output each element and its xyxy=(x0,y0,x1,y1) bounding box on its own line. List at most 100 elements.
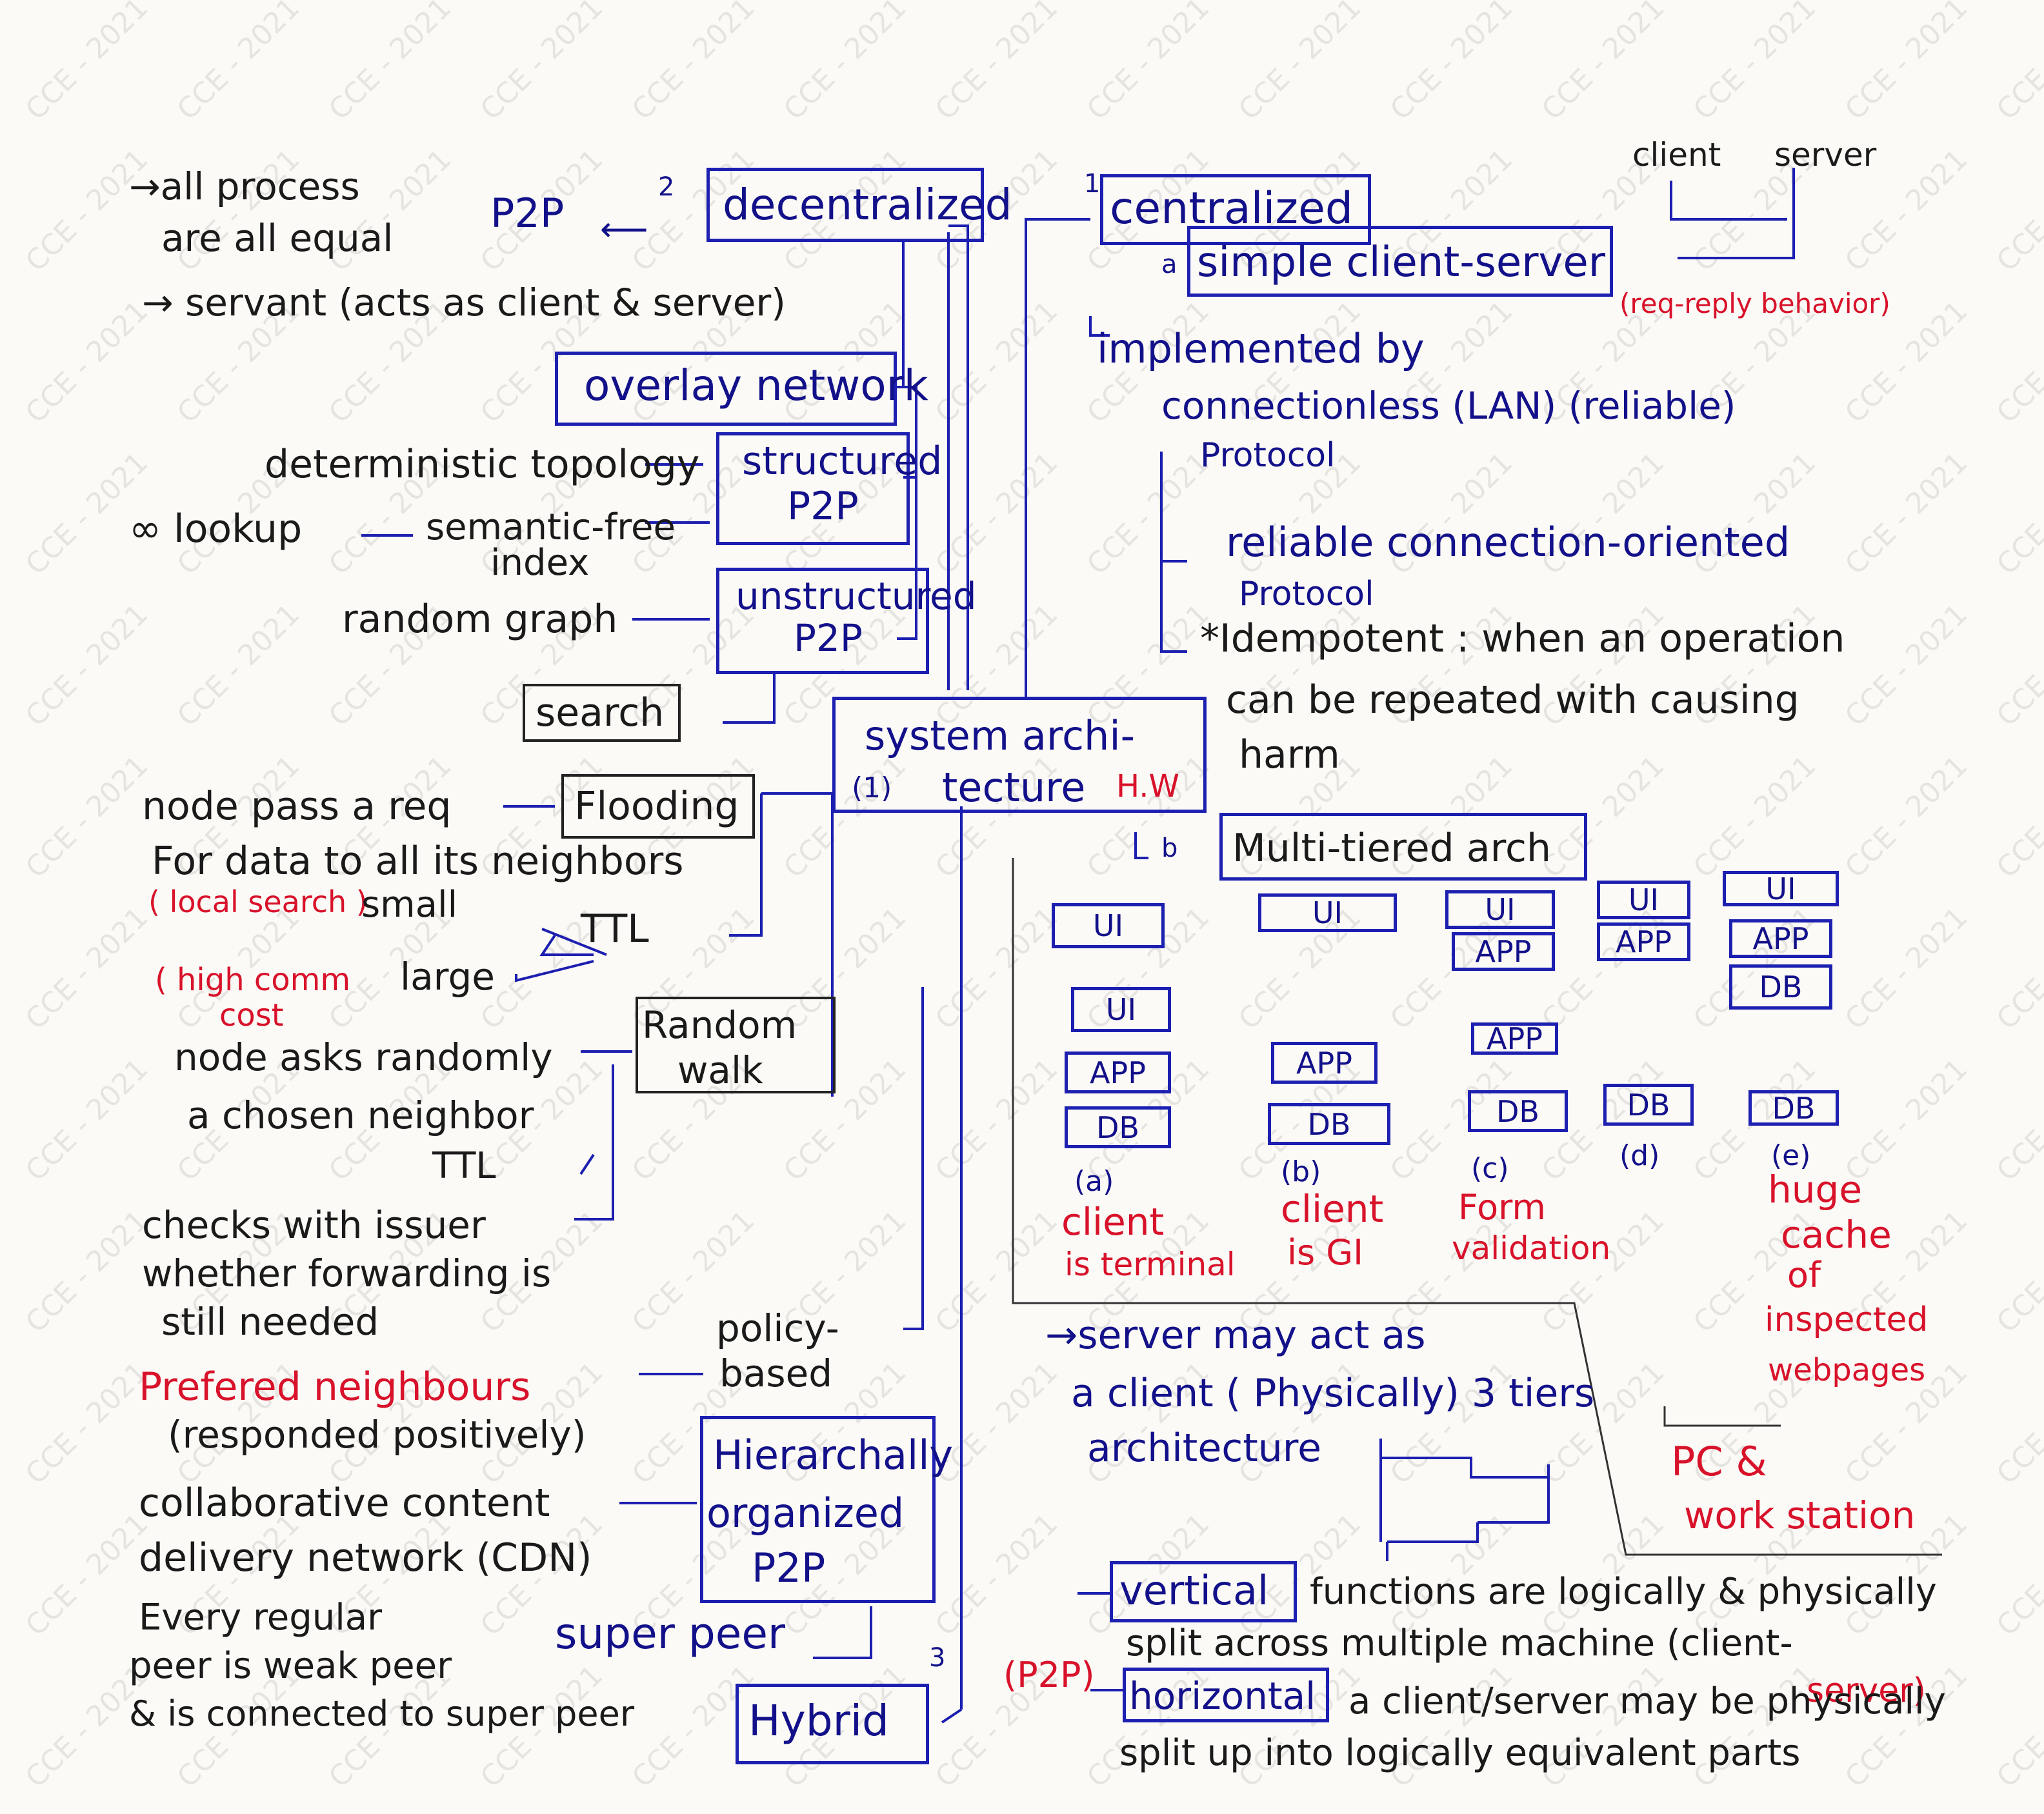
tier-ui-a: UI xyxy=(1052,903,1165,948)
checks-text-2: whether forwarding is xyxy=(142,1251,552,1295)
label-tier-d: (d) xyxy=(1619,1139,1660,1172)
structured-p2p-label: P2P xyxy=(787,484,859,529)
req-reply-text: (req-reply behavior) xyxy=(1619,288,1890,319)
tier-app-a: APP xyxy=(1065,1052,1171,1093)
high-comm-text: ( high comm xyxy=(155,962,351,998)
client-gi-1: client xyxy=(1281,1187,1384,1231)
server-label: server xyxy=(1774,136,1877,174)
harm-text: harm xyxy=(1239,732,1340,777)
tier-ui-d: UI xyxy=(1597,881,1690,919)
client-label: client xyxy=(1632,136,1721,174)
connected-super-peer-text: & is connected to super peer xyxy=(129,1693,635,1734)
centralized-node xyxy=(1100,174,1371,245)
decentralized-node xyxy=(706,168,984,242)
based-label: based xyxy=(719,1351,833,1395)
simple-client-server-node xyxy=(1187,226,1613,297)
search-label: search xyxy=(536,690,665,735)
arrow-left-icon: ⟵ xyxy=(600,210,648,249)
vertical-text-1: functions are logically & physically xyxy=(1310,1571,1937,1613)
responded-text: (responded positively) xyxy=(168,1413,586,1457)
hierarchical-p2p-label: P2P xyxy=(752,1544,826,1591)
tier-db-d: DB xyxy=(1603,1084,1694,1126)
index-text: index xyxy=(490,542,590,584)
server-act-text-3: architecture xyxy=(1087,1426,1322,1471)
system-architecture-node xyxy=(832,697,1207,813)
client-terminal-2: is terminal xyxy=(1065,1246,1236,1283)
semantic-free-text: semantic-free xyxy=(426,506,676,548)
search-node xyxy=(523,684,681,742)
unstructured-p2p-node xyxy=(716,568,929,674)
tier-app-e: APP xyxy=(1729,919,1832,958)
collaborative-text: collaborative content xyxy=(139,1480,550,1526)
system-architecture-title: system archi- xyxy=(865,712,1135,759)
number-1: 1 xyxy=(1084,169,1101,199)
hierarchical-p2p-node xyxy=(700,1416,936,1603)
huge-cache-1: huge xyxy=(1768,1168,1863,1211)
label-b: b xyxy=(1161,833,1178,863)
chosen-neighbor-text: a chosen neighbor xyxy=(187,1093,534,1137)
flooding-label: Flooding xyxy=(574,784,739,829)
can-be-repeated-text: can be repeated with causing xyxy=(1226,677,1799,723)
super-peer-label: super peer xyxy=(555,1609,786,1659)
structured-p2p-node xyxy=(716,432,910,545)
every-regular-text: Every regular xyxy=(139,1597,383,1639)
organized-label: organized xyxy=(706,1490,905,1537)
label-a: a xyxy=(1161,250,1177,279)
horizontal-text-2: split up into logically equivalent parts xyxy=(1119,1732,1801,1774)
random-walk-node xyxy=(636,997,836,1093)
server-act-text-2: a client ( Physically) 3 tiers xyxy=(1071,1371,1595,1416)
walk-label: walk xyxy=(677,1048,763,1092)
tier-db-e: DB xyxy=(1748,1090,1839,1126)
overlay-network-node xyxy=(555,352,897,426)
form-validation-2: validation xyxy=(1452,1230,1611,1267)
flooding-node xyxy=(561,774,755,839)
decentralized-label: decentralized xyxy=(723,180,1012,230)
huge-cache-5: webpages xyxy=(1768,1352,1926,1388)
large-text: large xyxy=(400,955,495,999)
tier-app-b: APP xyxy=(1271,1042,1378,1084)
p2p-label: P2P xyxy=(490,190,565,237)
label-tier-e: (e) xyxy=(1771,1139,1811,1172)
tier-app-c: APP xyxy=(1471,1021,1558,1056)
tier-app-c-client: APP xyxy=(1452,932,1555,971)
checks-text-1: checks with issuer xyxy=(142,1203,486,1247)
horizontal-text-1: a client/server may be physically xyxy=(1348,1680,1946,1722)
horizontal-node xyxy=(1123,1668,1329,1722)
tier-ui-e: UI xyxy=(1723,871,1839,906)
all-process-text: →all process xyxy=(129,164,360,208)
deterministic-topology-text: deterministic topology xyxy=(265,442,700,487)
node-asks-text: node asks randomly xyxy=(174,1035,553,1079)
servant-text: → servant (acts as client & server) xyxy=(142,281,786,324)
ttl2-text: TTL xyxy=(432,1145,496,1187)
protocol-text-2: Protocol xyxy=(1239,575,1374,613)
label-tier-b: (b) xyxy=(1281,1155,1321,1188)
tier-db-b: DB xyxy=(1268,1103,1390,1145)
tier-ui-a-client: UI xyxy=(1071,987,1171,1032)
checks-text-3: still needed xyxy=(161,1300,379,1344)
tier-app-d: APP xyxy=(1597,922,1690,961)
vertical-text-3: server) xyxy=(1807,1671,1926,1710)
vertical-text-2: split across multiple machine (client- xyxy=(1126,1622,1793,1664)
vertical-label: vertical xyxy=(1119,1567,1269,1614)
connectionless-text: connectionless (LAN) (reliable) xyxy=(1161,384,1736,428)
ttl-text: TTL xyxy=(581,906,649,952)
lookup-text: ∞ lookup xyxy=(129,506,303,552)
all-equal-text: are all equal xyxy=(161,216,394,260)
hybrid-label: Hybrid xyxy=(748,1696,889,1746)
client-gi-2: is GI xyxy=(1287,1232,1364,1273)
number-3: 3 xyxy=(929,1643,946,1673)
prefered-neighbours-text: Prefered neighbours xyxy=(139,1364,531,1410)
idempotent-text: *Idempotent : when an operation xyxy=(1200,616,1845,661)
horizontal-label: horizontal xyxy=(1129,1674,1316,1718)
pc-workstation-1: PC & xyxy=(1671,1438,1767,1485)
local-search-text: ( local search ) xyxy=(148,884,368,919)
p2p-tag: (P2P) xyxy=(1003,1655,1095,1695)
cdn-text: delivery network (CDN) xyxy=(139,1535,592,1580)
weak-peer-text: peer is weak peer xyxy=(129,1645,452,1687)
for-data-text: For data to all its neighbors xyxy=(152,839,684,884)
pc-workstation-2: work station xyxy=(1684,1493,1916,1537)
hierarchally-label: Hierarchally xyxy=(713,1431,954,1479)
small-text: small xyxy=(361,884,458,926)
structured-label: structured xyxy=(742,439,943,484)
